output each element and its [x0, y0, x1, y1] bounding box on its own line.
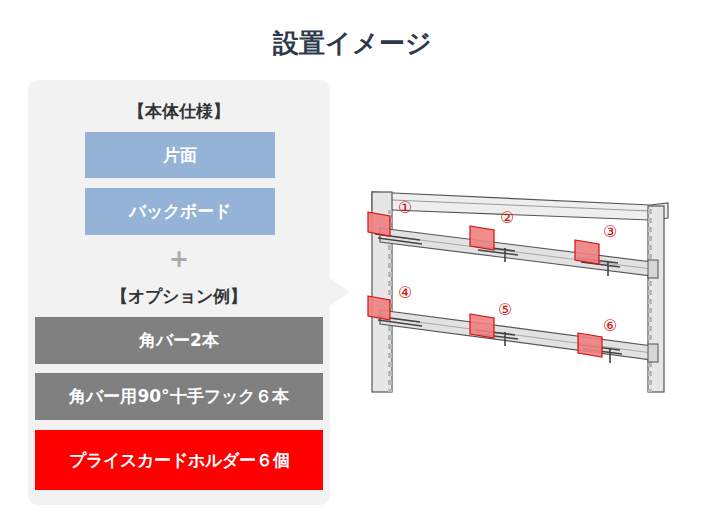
box-label: 角バー用90°十手フック６本 — [69, 385, 288, 408]
panel-heading: + — [28, 245, 330, 273]
price-card-holder — [575, 240, 599, 264]
callout-number: ② — [500, 210, 514, 226]
spec-box: プライスカードホルダー６個 — [35, 430, 323, 490]
spec-box: 片面 — [85, 132, 275, 178]
box-label: 片面 — [163, 144, 197, 167]
title: 設置イメージ — [0, 26, 704, 61]
spec-box: バックボード — [85, 188, 275, 235]
price-card-holder — [578, 333, 602, 357]
box-label: 角バー2本 — [139, 329, 219, 352]
price-card-holder — [368, 296, 390, 320]
callout-number: ④ — [398, 285, 412, 301]
price-card-holder — [368, 212, 390, 236]
callout-number: ③ — [603, 224, 617, 240]
box-label: バックボード — [129, 200, 231, 223]
panel-heading: 【オプション例】 — [28, 285, 330, 308]
callout-number: ① — [398, 200, 412, 216]
panel-notch — [330, 278, 350, 306]
spec-panel: 【本体仕様】 + 【オプション例】片面バックボード角バー2本角バー用90°十手フック… — [28, 80, 330, 505]
callout-number: ⑥ — [603, 318, 617, 334]
spec-box: 角バー用90°十手フック６本 — [35, 373, 323, 420]
panel-heading: 【本体仕様】 — [28, 100, 330, 123]
spec-box: 角バー2本 — [35, 317, 323, 364]
box-label: プライスカードホルダー６個 — [69, 449, 290, 472]
callout-number: ⑤ — [498, 302, 512, 318]
price-card-holder — [470, 226, 494, 250]
price-card-holder — [470, 314, 494, 338]
